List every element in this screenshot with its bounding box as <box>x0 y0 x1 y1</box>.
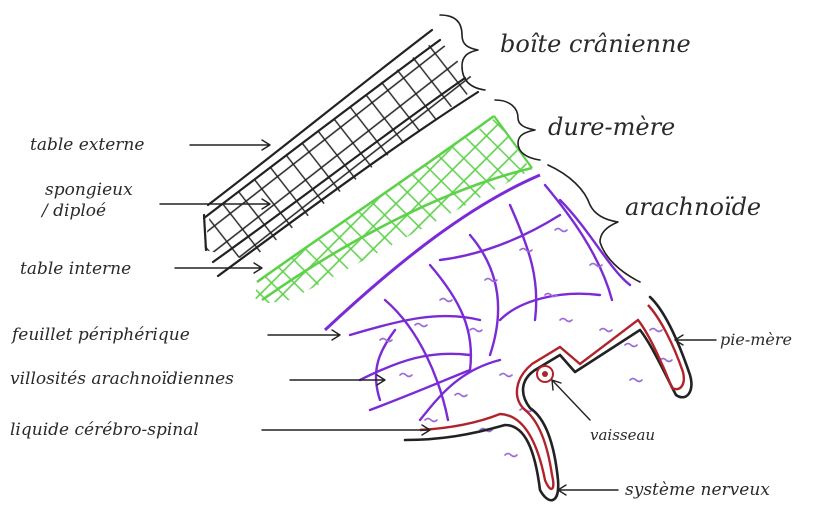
label-villosites: villosités arachnoïdiennes <box>10 369 234 389</box>
label-spongieux-2: / diploé <box>40 201 106 221</box>
pointer-systeme-nerveux <box>558 485 618 495</box>
vessel-lumen <box>542 371 548 377</box>
skull-edge <box>204 215 206 250</box>
label-arachnoide: arachnoïde <box>625 193 761 221</box>
csf-marks <box>380 229 672 457</box>
label-vaisseau: vaisseau <box>590 426 655 444</box>
label-pie-mere: pie-mère <box>720 330 792 349</box>
label-table-externe: table externe <box>30 135 144 155</box>
label-table-interne: table interne <box>20 259 131 279</box>
label-spongieux-1: spongieux <box>45 180 133 200</box>
brain-surface <box>405 297 691 500</box>
label-liquide: liquide cérébro-spinal <box>10 420 199 440</box>
pointer-pie-mere <box>675 335 716 345</box>
pointer-feuillet <box>268 330 340 340</box>
pointer-liquide <box>262 425 430 435</box>
pointer-table-interne <box>175 263 262 273</box>
label-dure-mere: dure-mère <box>548 113 675 141</box>
label-boite-cranienne: boîte crânienne <box>500 30 691 58</box>
pia-mater <box>420 305 684 489</box>
pointer-table-externe <box>190 140 270 150</box>
pointer-vaisseau <box>552 380 590 420</box>
pointer-villosites <box>290 375 385 385</box>
label-systeme-nerveux: système nerveux <box>625 480 770 500</box>
label-feuillet-peripherique: feuillet périphérique <box>10 325 190 345</box>
